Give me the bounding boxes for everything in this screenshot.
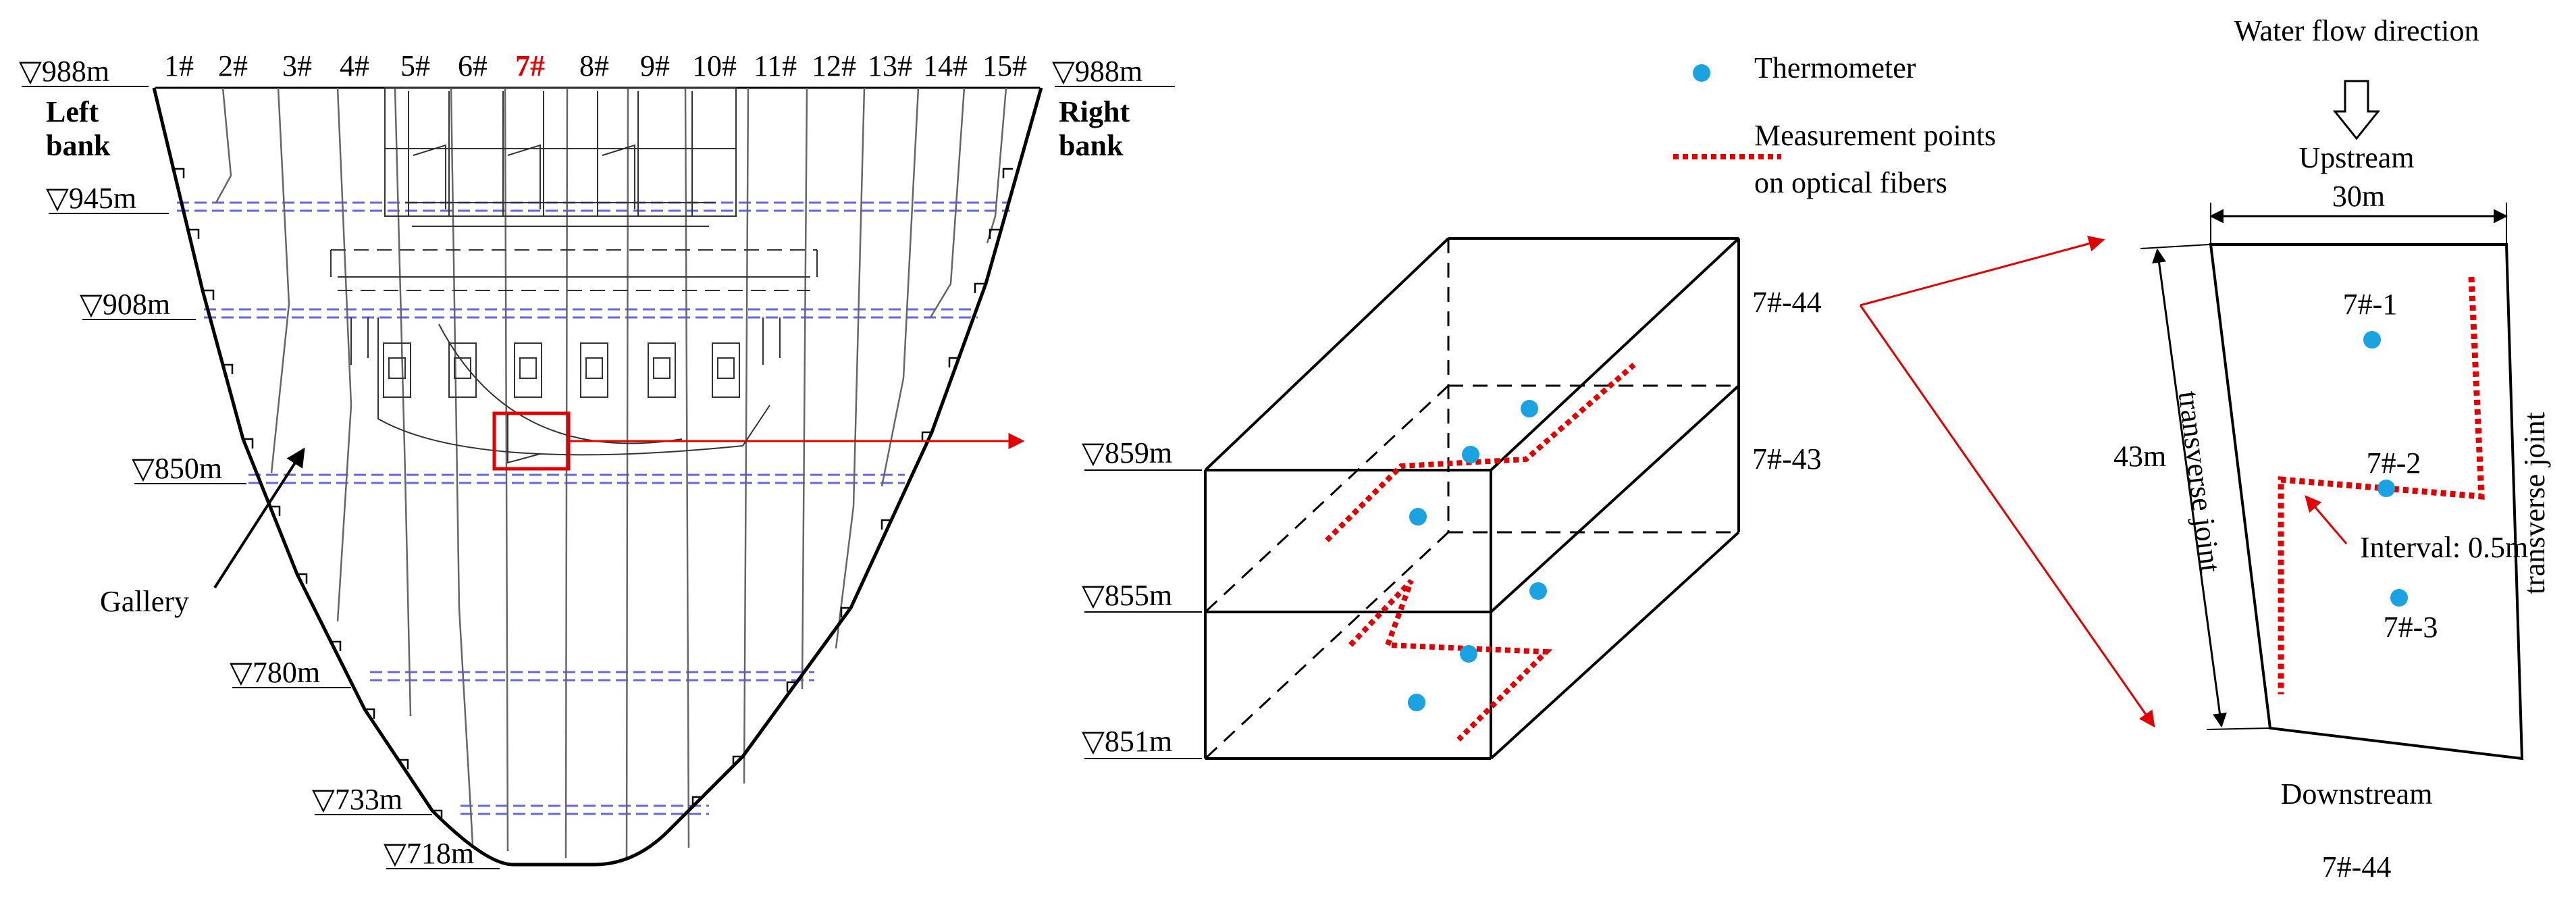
elevation-label: ▽780m bbox=[230, 656, 320, 689]
upstream-label: Upstream bbox=[2298, 141, 2414, 174]
block-number: 1# bbox=[164, 49, 194, 82]
interval-arrow bbox=[2305, 495, 2348, 544]
block-number: 9# bbox=[640, 49, 670, 82]
block-number: 2# bbox=[218, 49, 248, 82]
elevation-label: ▽718m bbox=[384, 837, 474, 870]
block-number: 6# bbox=[458, 49, 488, 82]
sensor-dot bbox=[2363, 331, 2381, 349]
crest-elevation-right: ▽988m bbox=[1052, 55, 1142, 88]
elevation-label: ▽945m bbox=[46, 182, 136, 215]
block-elevation-label: ▽855m bbox=[1082, 579, 1172, 612]
joint-right-label: transverse joint bbox=[2518, 412, 2551, 594]
outlet-bays bbox=[350, 317, 781, 456]
block-number-row: 1# 2# 3# 4# 5# 6# 7# 8# 9# 10# 11# 12# 1… bbox=[164, 49, 1027, 82]
sensor-dot bbox=[2390, 589, 2408, 607]
block-top-label: 7#-44 bbox=[1752, 286, 1822, 319]
foundation-steps bbox=[174, 168, 1013, 820]
thermometer-legend-icon bbox=[1693, 64, 1710, 82]
legend: Thermometer Measurement points on optica… bbox=[1673, 51, 1996, 199]
block-3d-labels: 7#-44 7#-43 ▽859m ▽855m ▽851m bbox=[1082, 286, 1822, 759]
sensor-dot bbox=[2377, 480, 2395, 497]
block-number: 4# bbox=[340, 49, 369, 82]
block-number: 13# bbox=[868, 49, 912, 82]
elevation-label: ▽733m bbox=[312, 783, 402, 816]
sensor-label: 7#-1 bbox=[2343, 288, 2398, 321]
dam-elevation-panel bbox=[152, 86, 1043, 867]
gallery-label: Gallery bbox=[100, 585, 189, 618]
block-bottom-label: 7#-43 bbox=[1752, 442, 1822, 476]
optical-fiber-3d bbox=[1325, 362, 1636, 742]
plan-pointer-arrows bbox=[1859, 236, 2155, 727]
block-number: 12# bbox=[812, 49, 856, 82]
right-bank-label-line1: Right bbox=[1059, 95, 1130, 128]
elevation-label: ▽850m bbox=[132, 452, 222, 485]
block-elevation-label: ▽851m bbox=[1082, 725, 1172, 758]
legend-thermometer-label: Thermometer bbox=[1754, 51, 1916, 84]
legend-fibers-line1: Measurement points bbox=[1754, 119, 1996, 152]
block-number: 5# bbox=[400, 49, 430, 82]
right-bank-label-line2: bank bbox=[1059, 129, 1124, 162]
sensor-label: 7#-3 bbox=[2384, 611, 2438, 644]
block-number: 14# bbox=[923, 49, 968, 82]
plan-view-panel: Water flow direction Upstream 30m 43m tr… bbox=[2113, 14, 2551, 883]
block-3d-panel bbox=[1204, 237, 1740, 760]
joint-left-label: transverse joint bbox=[2172, 389, 2228, 574]
block-number: 8# bbox=[579, 49, 609, 82]
left-bank-label-line1: Left bbox=[46, 95, 99, 128]
plan-outline bbox=[2209, 243, 2524, 761]
block-number: 10# bbox=[692, 49, 737, 82]
left-bank-label-line2: bank bbox=[46, 129, 111, 162]
block-number: 3# bbox=[282, 49, 312, 82]
canyon-foundation-outline bbox=[152, 87, 1043, 867]
block-number: 15# bbox=[982, 49, 1027, 82]
interval-label: Interval: 0.5m bbox=[2360, 531, 2528, 564]
elevation-label: ▽908m bbox=[80, 288, 170, 321]
crest-elevation-left: ▽988m bbox=[19, 55, 109, 88]
plan-width-label: 30m bbox=[2332, 180, 2385, 213]
flow-direction-label: Water flow direction bbox=[2234, 14, 2479, 47]
gallery-arrow bbox=[213, 447, 305, 589]
sensor-label: 7#-2 bbox=[2367, 446, 2421, 480]
flow-arrow-icon bbox=[2332, 80, 2381, 140]
plan-caption: 7#-44 bbox=[2322, 850, 2392, 883]
galleries bbox=[177, 201, 1010, 815]
dam-elevation-labels: ▽988m ▽988m ▽945m ▽908m ▽850m ▽780m ▽733… bbox=[19, 55, 1175, 870]
block-number: 11# bbox=[754, 49, 797, 82]
legend-fibers-line2: on optical fibers bbox=[1754, 166, 1947, 199]
block-elevation-label: ▽859m bbox=[1082, 436, 1172, 469]
downstream-label: Downstream bbox=[2281, 777, 2433, 811]
plan-height-label: 43m bbox=[2113, 440, 2166, 473]
spillway-structures bbox=[330, 87, 818, 291]
block-number-highlight: 7# bbox=[515, 49, 545, 82]
block-inner-sketch bbox=[507, 413, 541, 464]
thermometers-3d bbox=[1408, 400, 1547, 711]
